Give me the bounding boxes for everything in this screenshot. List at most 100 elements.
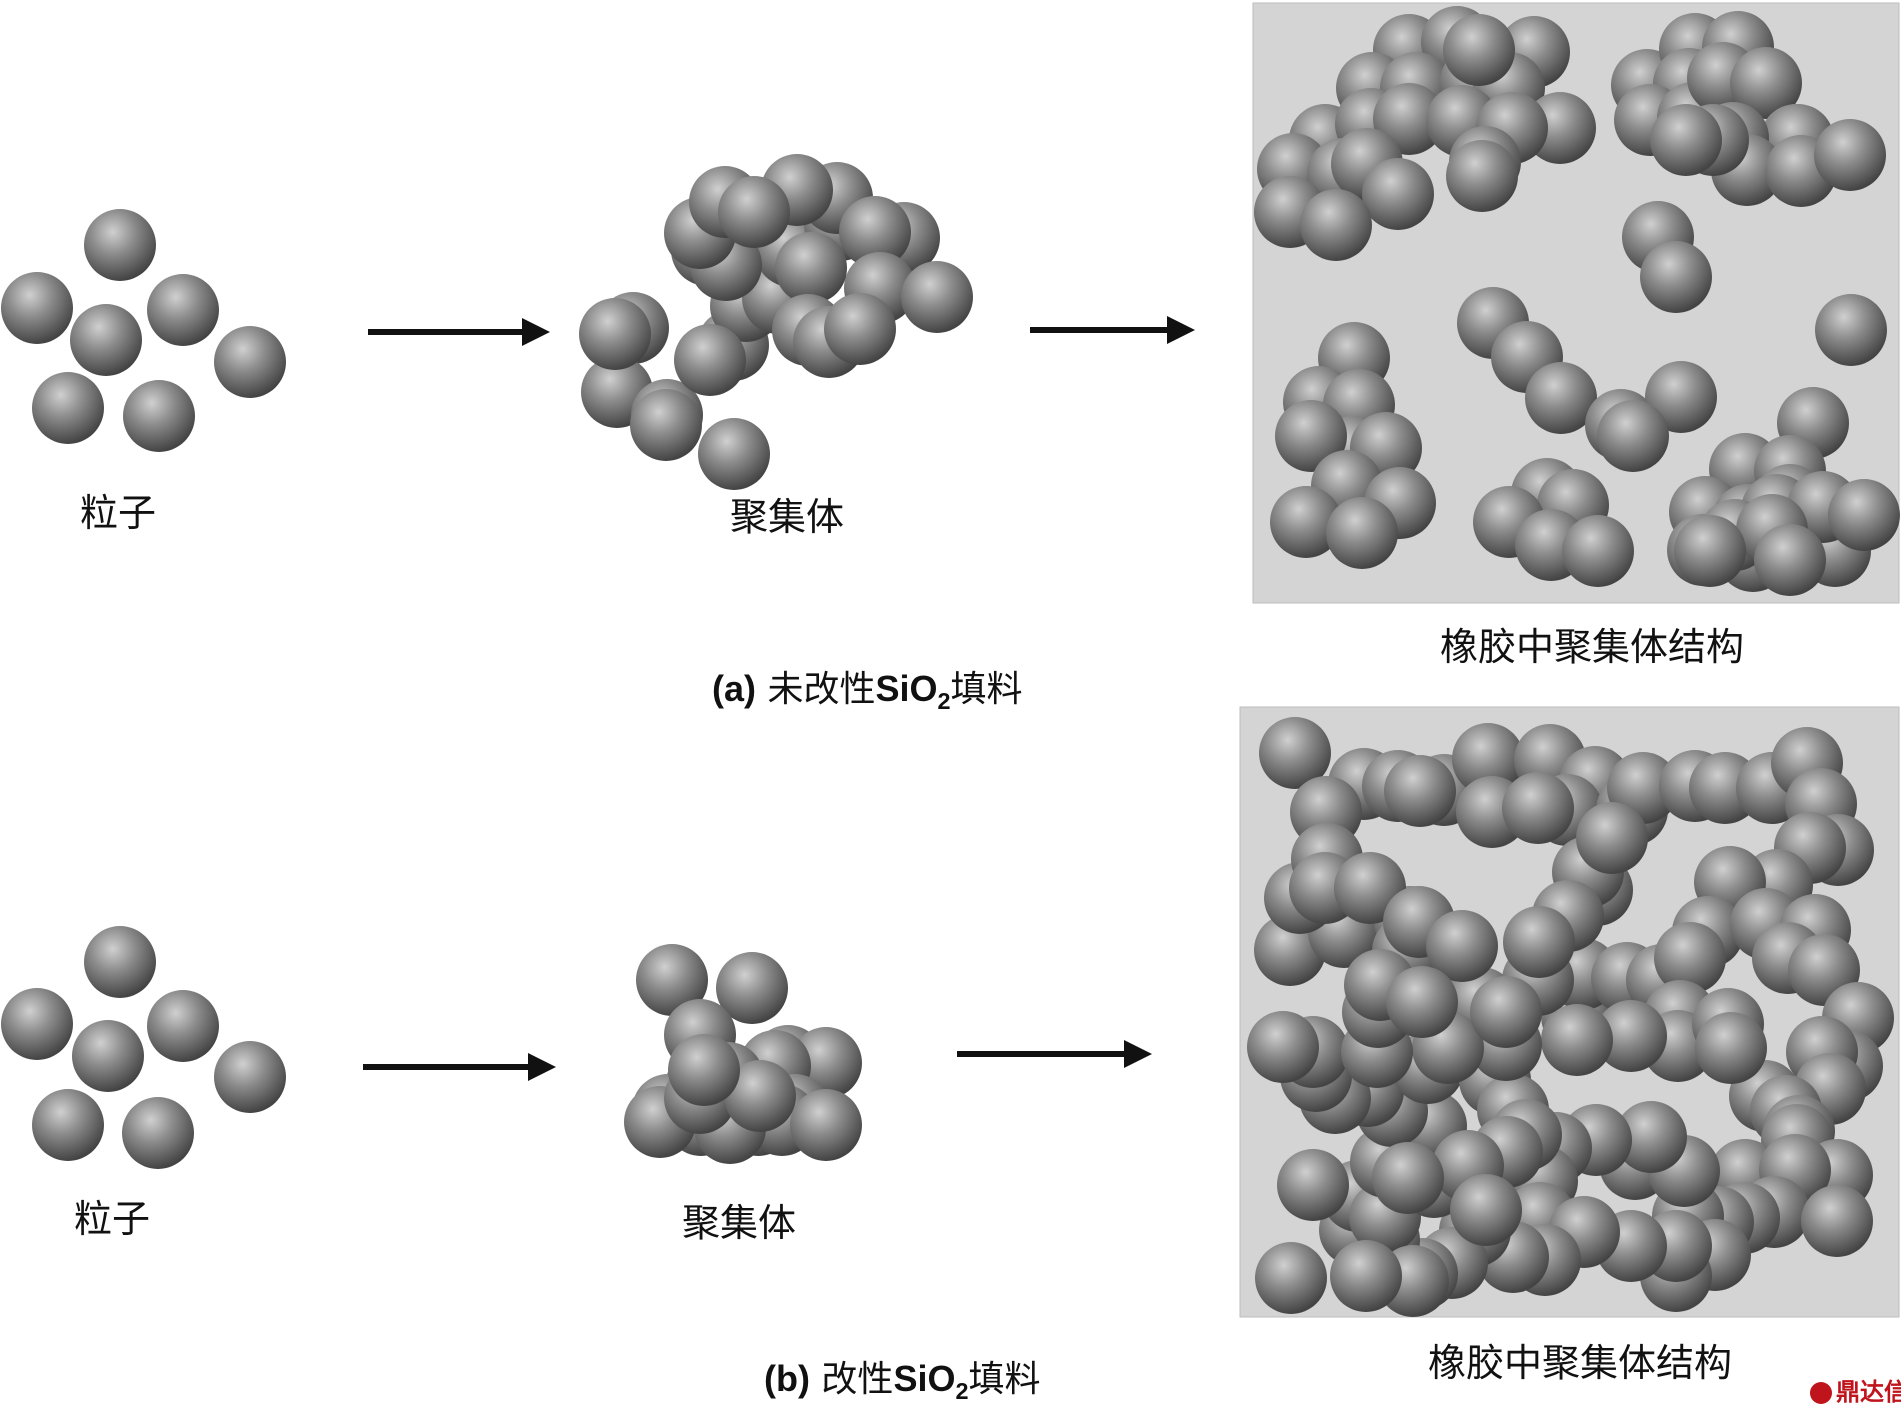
b-structure-sphere-86 (1450, 1174, 1522, 1246)
b-aggregate-sphere-20 (668, 1034, 740, 1106)
a-particles-spheres (1, 209, 286, 452)
a-particles-sphere-4 (70, 304, 142, 376)
arrow-b1-head (528, 1053, 556, 1081)
b-structure-sphere-51 (1615, 1101, 1687, 1173)
label-a-particles: 粒子 (80, 491, 157, 535)
b-structure-sphere-6 (1384, 755, 1456, 827)
a-aggregate-sphere-20 (775, 232, 847, 304)
a-particles-sphere-2 (1, 272, 73, 344)
arrow-a1-head (522, 318, 550, 346)
caption-b-text1: 改性 (821, 1359, 894, 1400)
b-structure-sphere-123 (1503, 906, 1575, 978)
b-structure-sphere-88 (1255, 1242, 1327, 1314)
b-aggregate-sphere-19 (724, 1060, 796, 1132)
arrow-a1 (368, 318, 550, 346)
arrow-a2 (1030, 316, 1195, 344)
a-aggregate-sphere-4 (698, 418, 770, 490)
b-particles-spheres (1, 926, 286, 1169)
a-aggregate-sphere-26 (674, 324, 746, 396)
a-structure-sphere-57 (1597, 400, 1669, 472)
b-structure-sphere-109 (1695, 1012, 1767, 1084)
b-aggregate-sphere-15 (790, 1089, 862, 1161)
b-particles-sphere-7 (122, 1097, 194, 1169)
a-structure-sphere-30 (1730, 47, 1802, 119)
caption-b-sub: 2 (955, 1378, 969, 1405)
b-particles-sphere-6 (32, 1089, 104, 1161)
a-structure-sphere-56 (1645, 361, 1717, 433)
a-structure-sphere-53 (1326, 497, 1398, 569)
arrow-b2 (957, 1040, 1152, 1068)
a-structure-sphere-49 (1275, 400, 1347, 472)
watermark-logo-icon (1810, 1382, 1832, 1404)
b-particles-sphere-2 (1, 988, 73, 1060)
a-structure-sphere-37 (1814, 119, 1886, 191)
b-particles-sphere-4 (72, 1020, 144, 1092)
b-structure-sphere-7 (1452, 723, 1524, 795)
caption-a: (a) 未改性SiO2填料 (712, 660, 1023, 715)
a-structure-sphere-18 (1362, 158, 1434, 230)
watermark-text: 鼎达信 (1836, 1378, 1901, 1406)
a-particles-sphere-3 (147, 274, 219, 346)
a-structure-spheres (1254, 6, 1900, 596)
a-structure-sphere-52 (1270, 486, 1342, 558)
a-particles-sphere-6 (32, 372, 104, 444)
b-structure-sphere-117 (1386, 966, 1458, 1038)
a-structure-sphere-79 (1754, 524, 1826, 596)
b-aggregate-sphere-2 (716, 952, 788, 1024)
b-aggregate-sphere-1 (636, 944, 708, 1016)
a-structure-sphere-54 (1525, 362, 1597, 434)
b-structure-sphere-111 (1541, 1004, 1613, 1076)
a-particles-sphere-1 (84, 209, 156, 281)
a-structure-sphere-43 (1815, 294, 1887, 366)
b-structure-sphere-1 (1259, 717, 1331, 789)
b-structure-sphere-90 (1330, 1240, 1402, 1312)
label-b-particles: 粒子 (74, 1197, 151, 1241)
caption-b-text2: 填料 (968, 1359, 1041, 1400)
b-structure-spheres (1247, 717, 1894, 1317)
a-aggregate-sphere-27 (630, 389, 702, 461)
b-structure-sphere-118 (1470, 976, 1542, 1048)
a-structure-sphere-20 (1300, 189, 1372, 261)
a-structure-sphere-11 (1373, 83, 1445, 155)
arrow-b1 (363, 1053, 556, 1081)
a-aggregate-sphere-21 (718, 176, 790, 248)
a-aggregate-sphere-25 (901, 261, 973, 333)
a-aggregate-spheres (579, 154, 973, 490)
b-structure-sphere-110 (1595, 1000, 1667, 1072)
b-structure-sphere-91 (1372, 1142, 1444, 1214)
a-structure-sphere-40 (1640, 241, 1712, 313)
b-particles-sphere-3 (147, 990, 219, 1062)
b-structure-sphere-121 (1576, 802, 1648, 874)
caption-b-tag: (b) (764, 1358, 810, 1399)
a-aggregate-sphere-6 (579, 298, 651, 370)
a-structure-sphere-74 (1828, 479, 1900, 551)
caption-a-chem: SiO (875, 668, 938, 709)
arrow-b2-head (1124, 1040, 1152, 1068)
b-structure-sphere-74 (1247, 1011, 1319, 1083)
a-structure-sphere-38 (1650, 104, 1722, 176)
watermark: 鼎达信 (1810, 1372, 1901, 1407)
a-structure-sphere-78 (1674, 515, 1746, 587)
label-a-aggregate: 聚集体 (730, 495, 845, 539)
b-structure-sphere-89 (1277, 1149, 1349, 1221)
label-a-structure: 橡胶中聚集体结构 (1440, 625, 1745, 669)
caption-b-chem: SiO (893, 1358, 956, 1399)
a-particles-sphere-5 (214, 326, 286, 398)
label-b-aggregate: 聚集体 (682, 1201, 797, 1245)
b-structure-sphere-12 (1502, 772, 1574, 844)
b-particles-sphere-5 (214, 1041, 286, 1113)
a-structure-sphere-22 (1446, 140, 1518, 212)
b-structure-sphere-41 (1801, 1185, 1873, 1257)
b-aggregate-spheres (624, 944, 862, 1164)
a-aggregate-sphere-14 (839, 196, 911, 268)
b-particles-sphere-1 (84, 926, 156, 998)
caption-a-text2: 填料 (950, 669, 1023, 710)
caption-b: (b) 改性SiO2填料 (764, 1350, 1040, 1405)
a-structure-sphere-62 (1562, 515, 1634, 587)
arrow-a2-head (1167, 316, 1195, 344)
caption-a-tag: (a) (712, 668, 756, 709)
b-structure-sphere-98 (1426, 910, 1498, 982)
caption-a-sub: 2 (937, 688, 951, 715)
label-b-structure: 橡胶中聚集体结构 (1428, 1341, 1733, 1385)
